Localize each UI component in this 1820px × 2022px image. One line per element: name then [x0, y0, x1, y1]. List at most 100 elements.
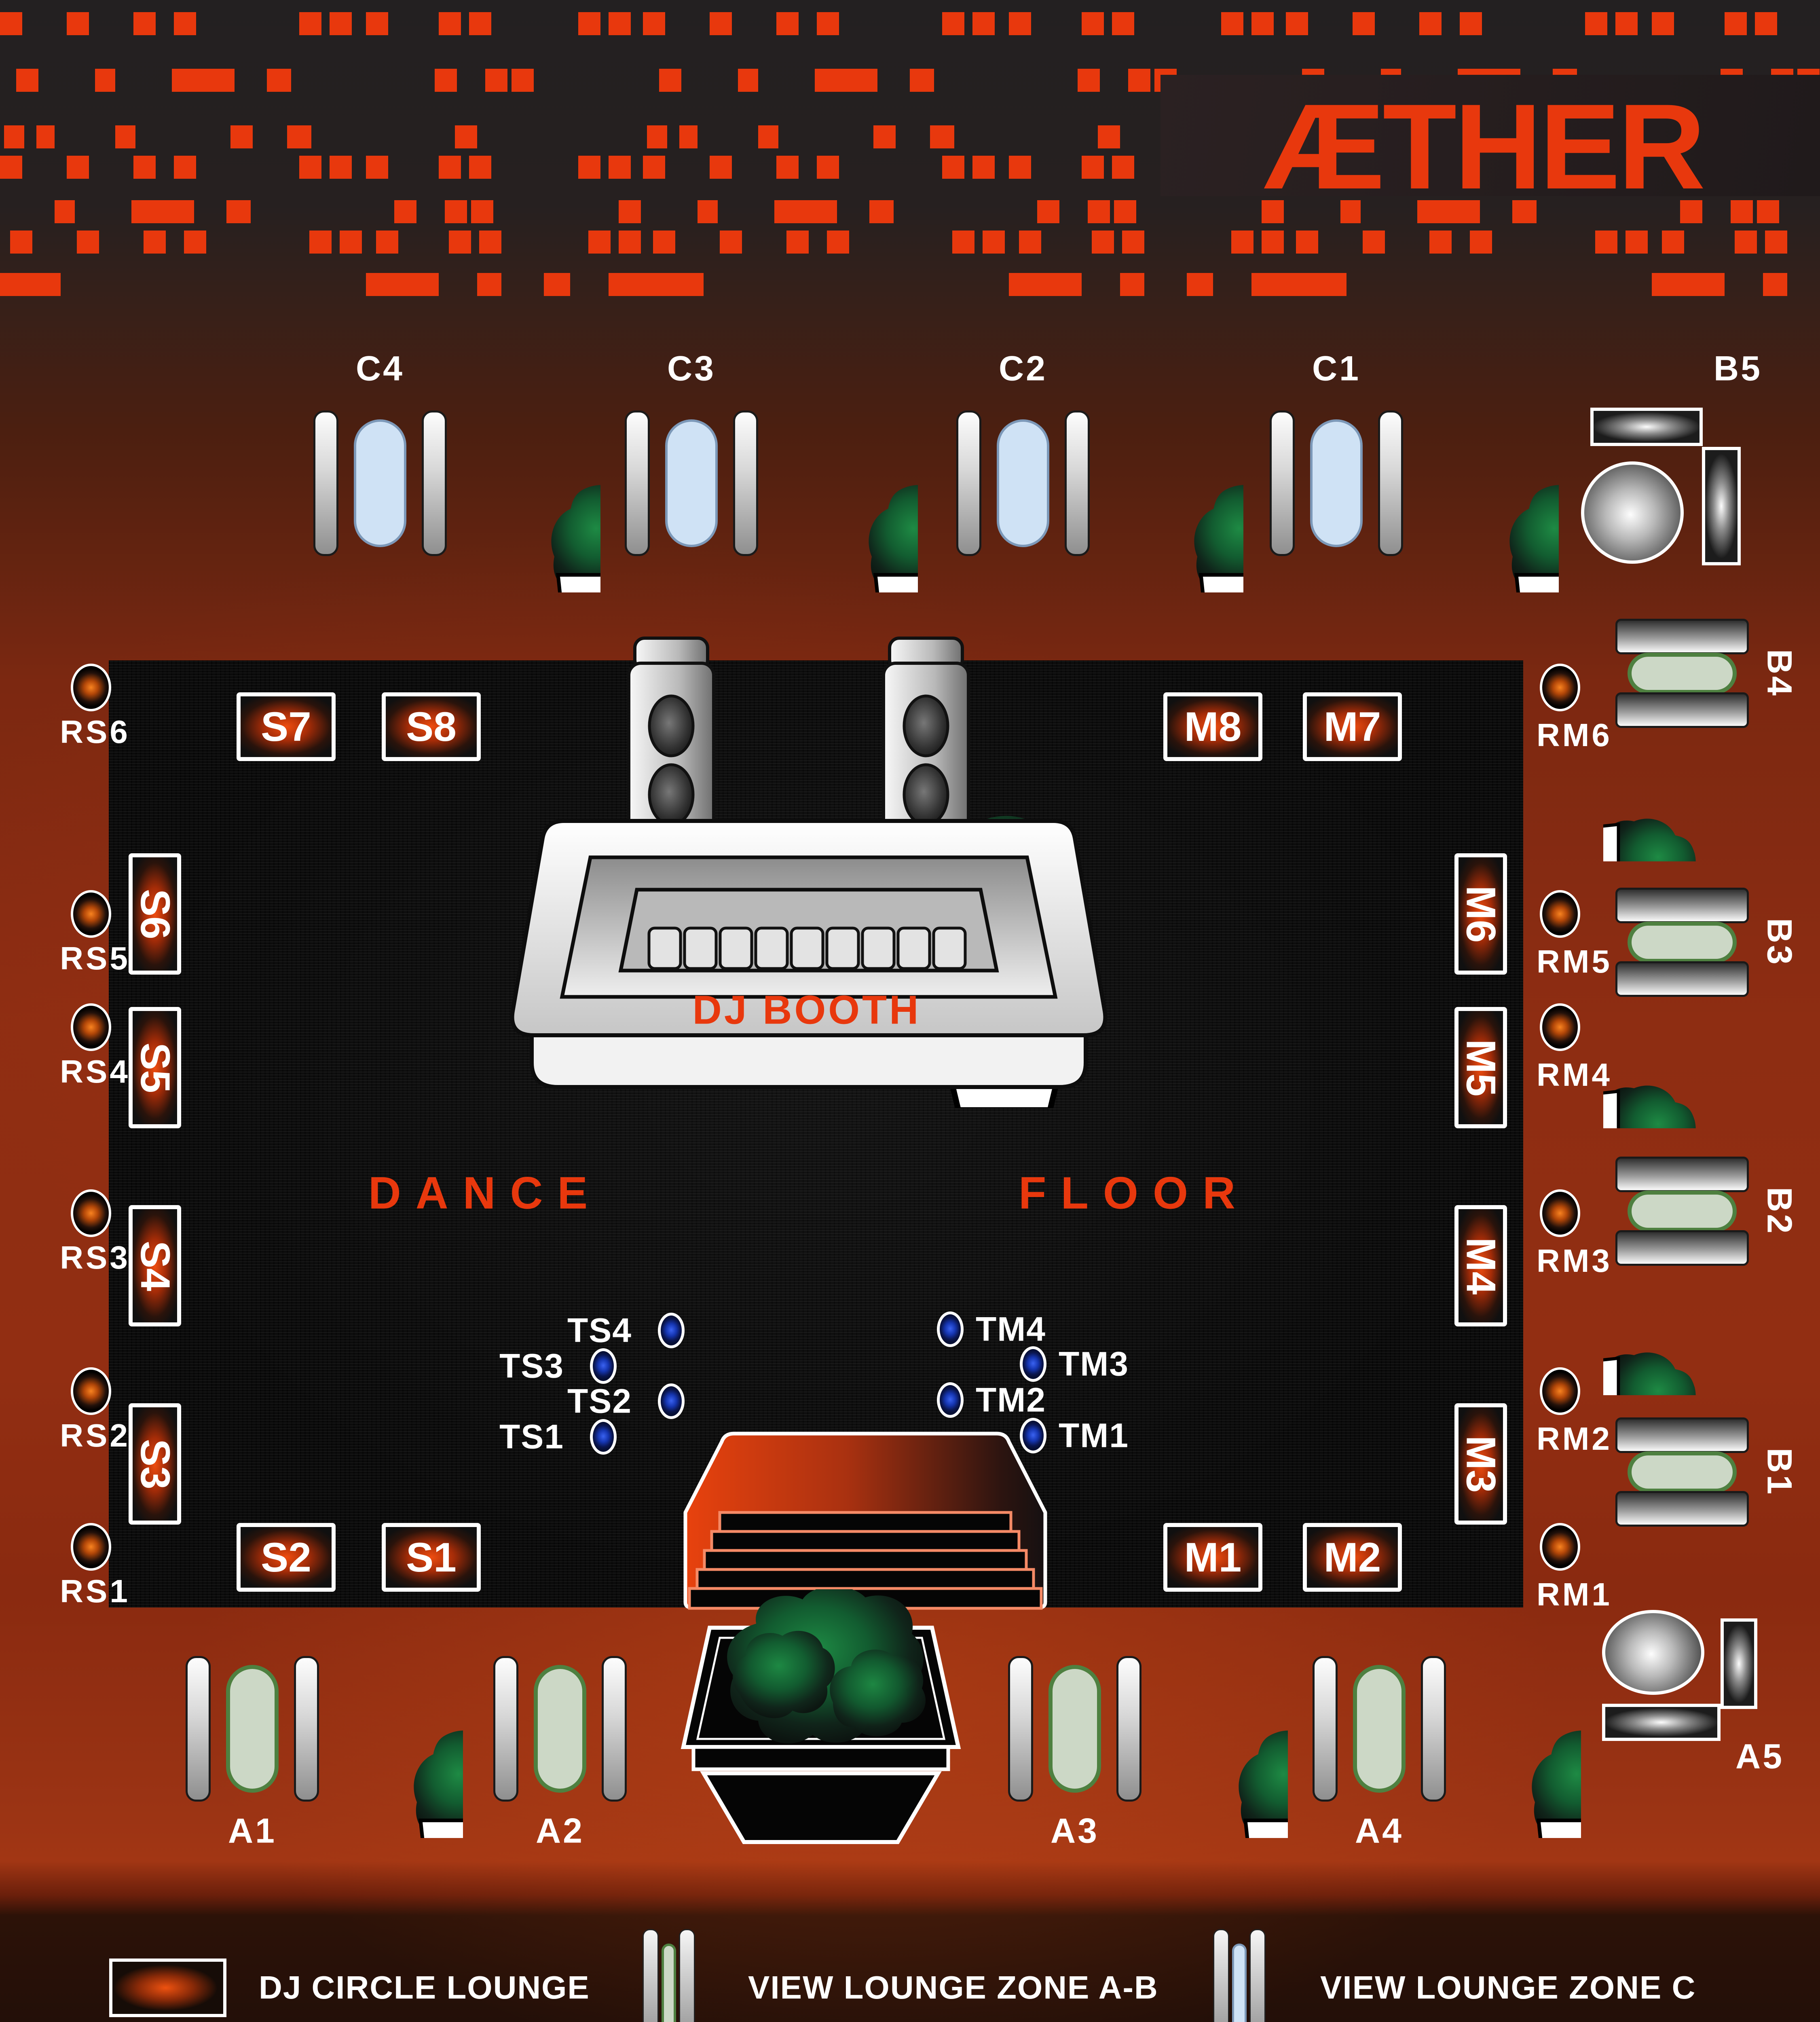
view-lounge-c3[interactable] [625, 410, 758, 556]
floor-table-label: TS3 [499, 1347, 564, 1385]
plant-icon [1603, 1023, 1765, 1128]
lounge-seat-pill [534, 1665, 586, 1793]
zone-label-b2: B2 [1760, 1187, 1799, 1235]
floor-table-ts3[interactable] [590, 1348, 617, 1384]
vip-sofa-bar [1602, 1704, 1721, 1741]
sofa-label: S4 [132, 1240, 178, 1291]
floor-table-tm3[interactable] [1020, 1346, 1046, 1382]
sofa-label: M6 [1458, 885, 1504, 943]
dj-booth[interactable] [477, 631, 1140, 1108]
lounge-bar [313, 410, 338, 556]
sofa-s3[interactable]: S3 [129, 1403, 181, 1525]
floor-table-label: TS2 [567, 1382, 632, 1420]
sofa-label: M3 [1458, 1435, 1504, 1493]
center-planter [681, 1589, 961, 1844]
plant-icon [1437, 404, 1559, 592]
sofa-s5[interactable]: S5 [129, 1007, 181, 1128]
legend-dj-circle-lounge-icon [109, 1959, 226, 2017]
sofa-s7[interactable]: S7 [237, 692, 336, 761]
club-logo: ÆTHER [1264, 78, 1706, 214]
plant-icon [1460, 1650, 1581, 1838]
sofa-m4[interactable]: M4 [1454, 1205, 1507, 1326]
dj-booth-label: DJ BOOTH [692, 987, 921, 1033]
standing-table-rm6[interactable] [1540, 664, 1580, 711]
floor-table-ts2[interactable] [658, 1383, 685, 1419]
vip-sofa-corner-b5[interactable] [1577, 404, 1747, 570]
view-lounge-b3[interactable] [1615, 888, 1749, 997]
sofa-s8[interactable]: S8 [382, 692, 481, 761]
zone-label-a2: A2 [536, 1811, 584, 1851]
sofa-m6[interactable]: M6 [1454, 853, 1507, 975]
zone-label-a5: A5 [1735, 1737, 1784, 1776]
floor-table-ts4[interactable] [658, 1313, 685, 1348]
vip-sofa-bar [1590, 408, 1703, 446]
sofa-m1[interactable]: M1 [1163, 1523, 1262, 1592]
lounge-bar [1065, 410, 1090, 556]
legend-dj-circle-lounge-label: DJ CIRCLE LOUNGE [259, 1969, 590, 2005]
view-lounge-c4[interactable] [313, 410, 447, 556]
view-lounge-c1[interactable] [1270, 410, 1403, 556]
sofa-label: M1 [1184, 1534, 1242, 1580]
vip-sofa-bar [1721, 1618, 1757, 1709]
floor-table-label: TS4 [567, 1311, 632, 1349]
standing-table-label: RM3 [1537, 1243, 1612, 1279]
floor-table-label: TS1 [499, 1417, 564, 1456]
standing-table-rs6[interactable] [71, 664, 111, 711]
standing-table-rs5[interactable] [71, 890, 111, 938]
standing-table-label: RM1 [1537, 1576, 1612, 1612]
dj-booth-base [530, 1033, 1088, 1089]
standing-table-rm1[interactable] [1540, 1523, 1580, 1571]
zone-label-c2: C2 [999, 349, 1047, 388]
lounge-bar [294, 1656, 319, 1802]
sofa-s1[interactable]: S1 [382, 1523, 481, 1592]
sofa-s6[interactable]: S6 [129, 853, 181, 975]
view-lounge-b4[interactable] [1615, 619, 1749, 728]
lounge-bar [1615, 1417, 1749, 1453]
sofa-m8[interactable]: M8 [1163, 692, 1262, 761]
standing-table-rm4[interactable] [1540, 1003, 1580, 1051]
zone-label-c4: C4 [356, 349, 404, 388]
sofa-m7[interactable]: M7 [1303, 692, 1402, 761]
lounge-seat-pill [354, 419, 406, 547]
view-lounge-b2[interactable] [1615, 1157, 1749, 1266]
floor-table-tm4[interactable] [937, 1311, 964, 1347]
standing-table-rs4[interactable] [71, 1003, 111, 1051]
legend-view-ab-label: VIEW LOUNGE ZONE A-B [748, 1969, 1158, 2005]
sofa-m2[interactable]: M2 [1303, 1523, 1402, 1592]
view-lounge-a2[interactable] [493, 1656, 627, 1802]
lounge-bar [1270, 410, 1295, 556]
floor-table-ts1[interactable] [590, 1419, 617, 1455]
view-lounge-a3[interactable] [1008, 1656, 1141, 1802]
sofa-label: M7 [1323, 703, 1381, 750]
legend-view-ab-icon [643, 1929, 695, 2022]
sofa-m3[interactable]: M3 [1454, 1403, 1507, 1525]
vip-table-circle [1581, 461, 1684, 564]
standing-table-rs3[interactable] [71, 1189, 111, 1237]
dj-booth-keys [647, 926, 967, 970]
dance-floor[interactable] [109, 660, 1523, 1607]
floor-table-tm2[interactable] [937, 1382, 964, 1418]
vip-sofa-corner-a5[interactable] [1589, 1601, 1771, 1771]
standing-table-rm5[interactable] [1540, 890, 1580, 938]
sofa-label: M4 [1458, 1237, 1504, 1294]
standing-table-label: RS1 [60, 1573, 130, 1609]
standing-table-rm3[interactable] [1540, 1189, 1580, 1237]
standing-table-rs2[interactable] [71, 1367, 111, 1415]
lounge-bar [1615, 888, 1749, 923]
floor-table-tm1[interactable] [1020, 1418, 1046, 1453]
view-lounge-c2[interactable] [956, 410, 1090, 556]
standing-table-rm2[interactable] [1540, 1367, 1580, 1415]
sofa-s4[interactable]: S4 [129, 1205, 181, 1326]
view-lounge-a1[interactable] [186, 1656, 319, 1802]
zone-label-b5: B5 [1714, 349, 1762, 388]
sofa-s2[interactable]: S2 [237, 1523, 336, 1592]
view-lounge-a4[interactable] [1313, 1656, 1446, 1802]
lounge-bar [422, 410, 447, 556]
lounge-seat-pill [1353, 1665, 1406, 1793]
standing-table-rs1[interactable] [71, 1523, 111, 1571]
zone-label-a1: A1 [228, 1811, 277, 1851]
view-lounge-b1[interactable] [1615, 1417, 1749, 1527]
sofa-m5[interactable]: M5 [1454, 1007, 1507, 1128]
lounge-bar [1615, 1157, 1749, 1192]
